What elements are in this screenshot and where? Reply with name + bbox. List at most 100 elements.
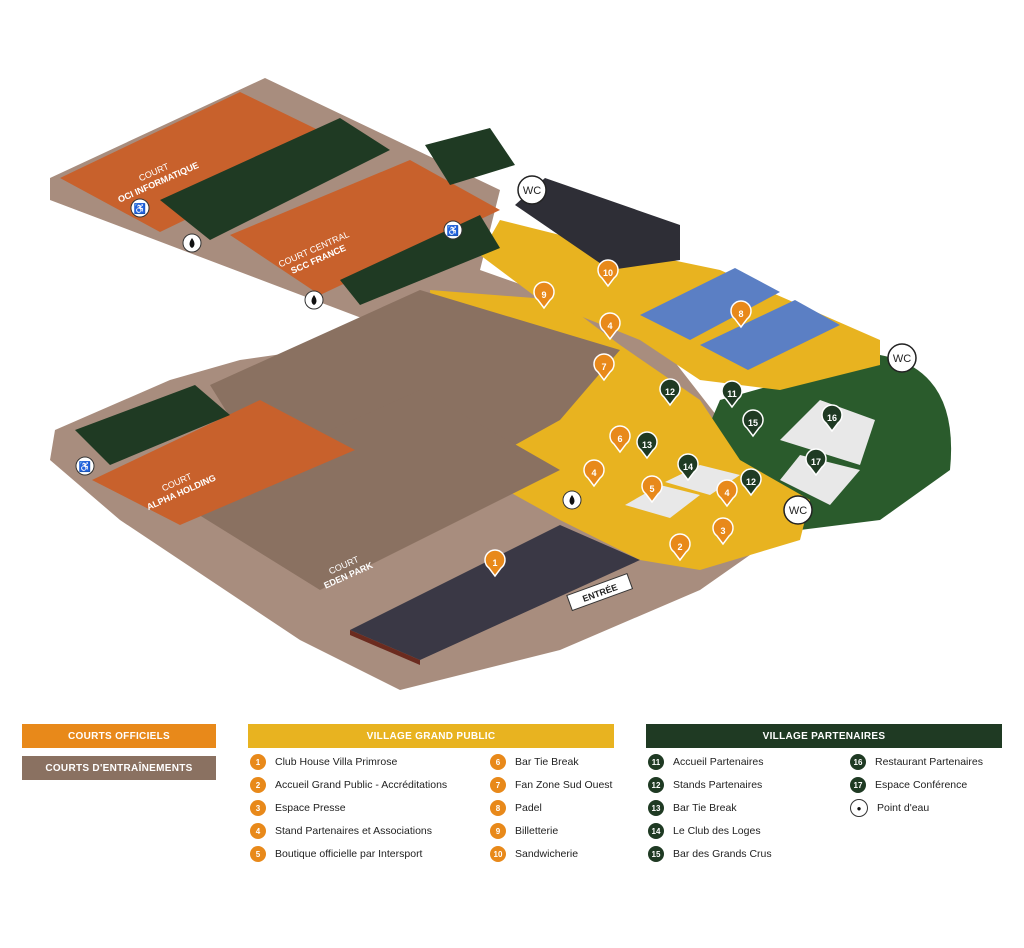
- map-marker-12[interactable]: 12: [740, 468, 762, 497]
- legend-courts-officiels-label: COURTS OFFICIELS: [67, 730, 171, 742]
- legend-village-partenaires: VILLAGE PARTENAIRES: [646, 724, 1002, 748]
- legend-number-badge: 16: [850, 754, 866, 770]
- legend-number-badge: 9: [490, 823, 506, 839]
- stand-green-4: [425, 128, 515, 185]
- map-marker-15[interactable]: 15: [742, 409, 764, 438]
- map-marker-label: 12: [665, 387, 675, 397]
- water-point-icon: [562, 490, 582, 510]
- legend-item: 17 Espace Conférence: [850, 775, 967, 795]
- legend-item-label: Accueil Partenaires: [673, 756, 764, 768]
- map-marker-17[interactable]: 17: [805, 448, 827, 477]
- map-marker-16[interactable]: 16: [821, 404, 843, 433]
- stand-green-3: [75, 385, 230, 465]
- map-marker-label: 16: [827, 413, 837, 423]
- court-central: [230, 160, 500, 295]
- legend-item-label: Padel: [515, 802, 542, 814]
- stand-green-1: [160, 118, 390, 240]
- map-marker-label: 11: [727, 389, 737, 399]
- map-marker-5[interactable]: 5: [641, 475, 663, 504]
- map-marker-3[interactable]: 3: [712, 517, 734, 546]
- legend-village-grand-public: VILLAGE GRAND PUBLIC: [248, 724, 614, 748]
- map-marker-2[interactable]: 2: [669, 533, 691, 562]
- map-marker-label: 4: [607, 321, 612, 331]
- legend-number-badge: 17: [850, 777, 866, 793]
- map-marker-label: 12: [746, 477, 756, 487]
- legend-item-label: Le Club des Loges: [673, 825, 761, 837]
- water-point-icon: [182, 233, 202, 253]
- svg-text:WC: WC: [789, 505, 807, 517]
- water-point-icon: [304, 290, 324, 310]
- legend-item-label: Espace Presse: [275, 802, 346, 814]
- legend-item-label: Fan Zone Sud Ouest: [515, 779, 613, 791]
- map-marker-label: 6: [617, 434, 622, 444]
- map-marker-10[interactable]: 10: [597, 259, 619, 288]
- eden-park-area: [175, 390, 560, 590]
- map-marker-6[interactable]: 6: [609, 425, 631, 454]
- club-house: [350, 525, 640, 660]
- map-marker-label: 13: [642, 440, 652, 450]
- legend-item: 11 Accueil Partenaires: [648, 752, 763, 772]
- map-marker-14[interactable]: 14: [677, 453, 699, 482]
- map-marker-label: 9: [541, 290, 546, 300]
- court-alpha: [92, 400, 355, 525]
- padel-court-2: [700, 300, 840, 370]
- legend-number-badge: 15: [648, 846, 664, 862]
- legend-item-label: Club House Villa Primrose: [275, 756, 398, 768]
- legend-item-label: Espace Conférence: [875, 779, 968, 791]
- legend-number-badge: 6: [490, 754, 506, 770]
- map-marker-7[interactable]: 7: [593, 353, 615, 382]
- stand-green-2: [340, 215, 500, 305]
- legend-item-label: Bar Tie Break: [515, 756, 579, 768]
- map-marker-1[interactable]: 1: [484, 549, 506, 578]
- venue-map: COURT OCI INFORMATIQUE COURT CENTRAL SCC…: [50, 78, 952, 690]
- map-marker-8[interactable]: 8: [730, 300, 752, 329]
- svg-text:WC: WC: [893, 353, 911, 365]
- map-marker-label: 15: [748, 418, 758, 428]
- legend-item: 9 Billetterie: [490, 821, 558, 841]
- legend-item-label: Boutique officielle par Intersport: [275, 848, 423, 860]
- map-marker-label: 10: [603, 268, 613, 278]
- legend-item: 7 Fan Zone Sud Ouest: [490, 775, 612, 795]
- legend-item: 15 Bar des Grands Crus: [648, 844, 772, 864]
- wc-marker: WC: [783, 495, 813, 525]
- tent-17: [780, 455, 860, 505]
- legend-number-badge: 8: [490, 800, 506, 816]
- legend-village-partenaires-title: VILLAGE PARTENAIRES: [762, 730, 886, 742]
- accessibility-icon: ♿: [75, 456, 95, 476]
- club-house-roof: [350, 630, 420, 665]
- legend-item-label: Billetterie: [515, 825, 559, 837]
- map-marker-label: 7: [601, 362, 606, 372]
- map-marker-4[interactable]: 4: [599, 312, 621, 341]
- map-marker-label: 1: [492, 558, 497, 568]
- map-marker-11[interactable]: 11: [721, 380, 743, 409]
- map-marker-4[interactable]: 4: [583, 459, 605, 488]
- legend-number-badge: 5: [250, 846, 266, 862]
- legend-number-badge: 2: [250, 777, 266, 793]
- legend-number-badge: 7: [490, 777, 506, 793]
- legend-item-label: Accueil Grand Public - Accréditations: [275, 779, 448, 791]
- svg-text:♿: ♿: [447, 224, 459, 237]
- map-marker-label: 5: [649, 484, 654, 494]
- map-marker-13[interactable]: 13: [636, 431, 658, 460]
- legend-village-grand-public-title: VILLAGE GRAND PUBLIC: [366, 730, 496, 742]
- accessibility-icon: ♿: [130, 198, 150, 218]
- map-marker-9[interactable]: 9: [533, 281, 555, 310]
- tent-5: [625, 485, 700, 518]
- svg-text:♿: ♿: [79, 460, 91, 473]
- legend-number-badge: ●: [850, 799, 868, 817]
- legend-number-badge: 11: [648, 754, 664, 770]
- legend-item-label: Point d'eau: [877, 802, 930, 814]
- legend-item: ● Point d'eau: [850, 798, 929, 818]
- map-marker-4[interactable]: 4: [716, 479, 738, 508]
- wc-marker: WC: [517, 175, 547, 205]
- map-marker-label: 14: [683, 462, 693, 472]
- court-oci: [60, 92, 345, 232]
- legend-item-label: Bar des Grands Crus: [673, 848, 772, 860]
- map-marker-12[interactable]: 12: [659, 378, 681, 407]
